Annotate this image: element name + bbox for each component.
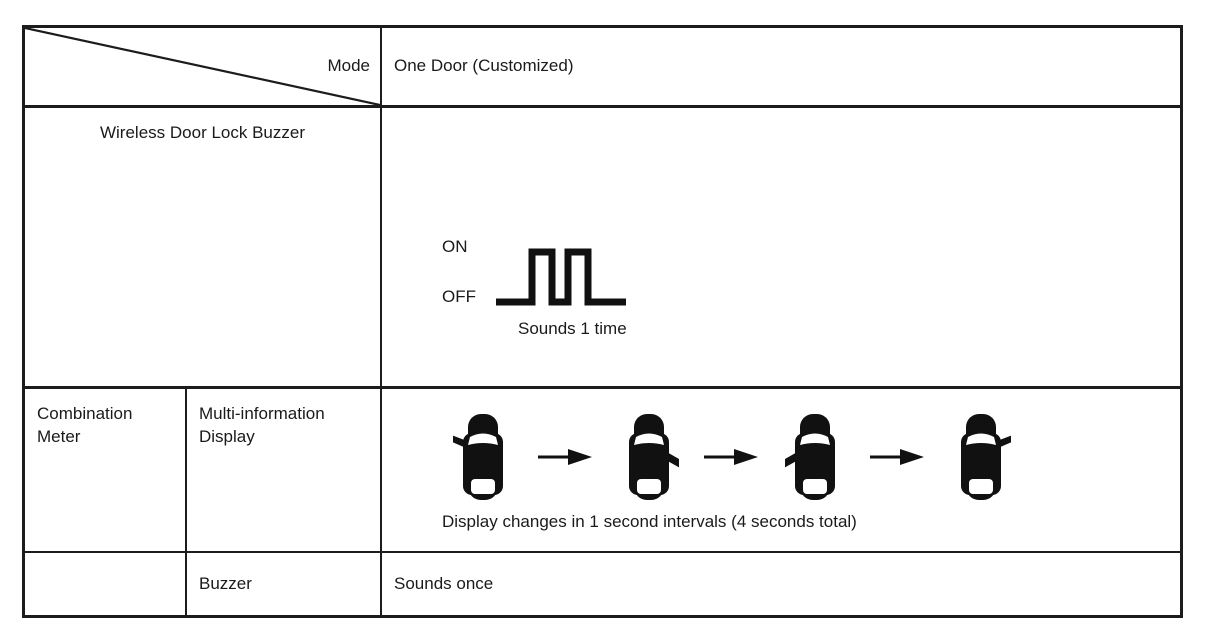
specification-table: Mode One Door (Customized) Wireless Door… [22, 25, 1183, 618]
combination-meter-label: Combination Meter [37, 404, 133, 446]
wireless-door-lock-buzzer-label: Wireless Door Lock Buzzer [99, 123, 305, 142]
waveform-caption: Sounds 1 time [518, 319, 627, 338]
meter-buzzer-value-cell: Sounds once [380, 553, 1180, 615]
car-icon-step-2 [606, 411, 692, 503]
mode-header-label: Mode [327, 56, 370, 76]
combination-meter-spacer-cell [25, 553, 185, 615]
buzzer-waveform-diagram: ON OFF Sounds 1 time [394, 118, 1168, 376]
multi-information-display-label-cell: Multi-information Display [185, 389, 380, 551]
wireless-door-lock-buzzer-value-cell: ON OFF Sounds 1 time [380, 108, 1180, 386]
waveform-pulse-graphic [494, 246, 666, 317]
mode-value-text: One Door (Customized) [394, 56, 574, 76]
multi-information-display-value-cell: Display changes in 1 second intervals (4… [380, 389, 1180, 551]
sequence-arrow-3 [858, 447, 938, 467]
car-sequence-strip [440, 411, 1024, 503]
mode-value-cell: One Door (Customized) [380, 28, 1180, 105]
table-row-wireless-door-lock-buzzer: Wireless Door Lock Buzzer ON OFF Sounds [25, 105, 1180, 386]
display-sequence-diagram: Display changes in 1 second intervals (4… [394, 399, 1168, 541]
waveform-on-label: ON [442, 237, 468, 256]
meter-buzzer-label: Buzzer [199, 573, 252, 593]
table-row-mode: Mode One Door (Customized) [25, 28, 1180, 105]
meter-buzzer-value-text: Sounds once [394, 573, 494, 593]
car-icon-step-3 [772, 411, 858, 503]
mode-header-corner-cell: Mode [25, 28, 380, 105]
sequence-arrow-1 [526, 447, 606, 467]
waveform-off-label: OFF [442, 287, 476, 306]
table-row-multi-information-display: Combination Meter Multi-information Disp… [25, 386, 1180, 551]
car-icon-step-4 [938, 411, 1024, 503]
display-sequence-caption: Display changes in 1 second intervals (4… [442, 512, 857, 531]
combination-meter-label-cell: Combination Meter [25, 389, 185, 551]
multi-information-display-label: Multi-information Display [199, 404, 325, 446]
wireless-door-lock-buzzer-label-cell: Wireless Door Lock Buzzer [25, 108, 380, 386]
meter-buzzer-label-cell: Buzzer [185, 553, 380, 615]
table-row-meter-buzzer: Buzzer Sounds once [25, 551, 1180, 615]
sequence-arrow-2 [692, 447, 772, 467]
car-icon-step-1 [440, 411, 526, 503]
